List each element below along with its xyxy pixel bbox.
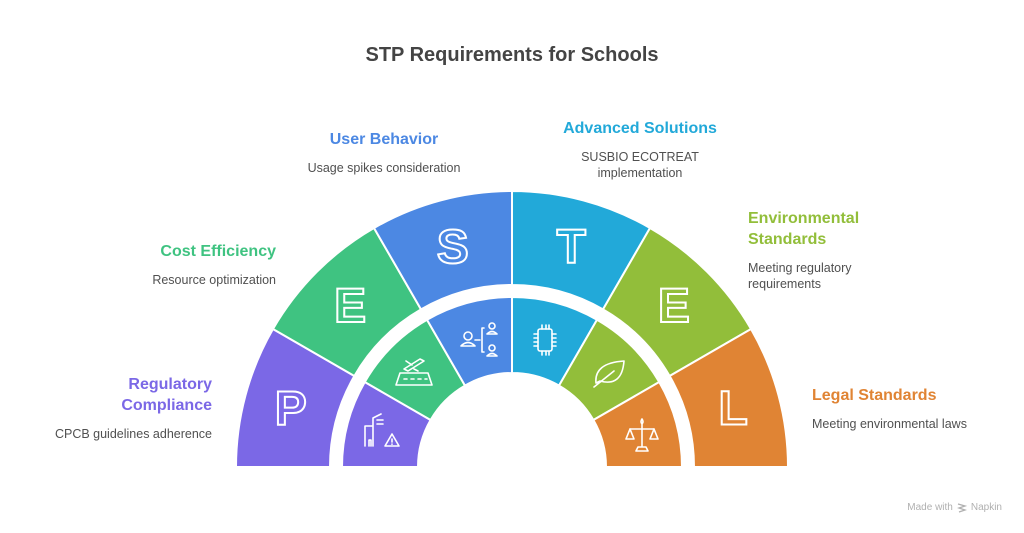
heading-line-2: Compliance (121, 397, 212, 414)
description-cost-efficiency: Resource optimization (152, 273, 276, 287)
user-hierarchy-icon (460, 322, 498, 357)
heading-cost-efficiency: Cost Efficiency (160, 243, 276, 260)
heading-legal-standards: Legal Standards (812, 387, 937, 404)
label-regulatory-compliance: Regulatory Compliance CPCB guidelines ad… (12, 374, 212, 442)
description-environmental-standards: Meeting regulatory requirements (748, 260, 948, 292)
inner-wedge-l-5 (592, 380, 684, 468)
segment-letter-s: S (437, 221, 469, 274)
outer-wedge-l-5 (668, 327, 790, 468)
description-line-1: SUSBIO ECOTREAT (581, 150, 699, 164)
heading-regulatory-compliance: Regulatory Compliance (12, 374, 212, 416)
heading-line-1: Regulatory (128, 376, 212, 393)
label-user-behavior: User Behavior Usage spikes consideration (284, 129, 484, 176)
description-regulatory-compliance: CPCB guidelines adherence (54, 427, 212, 441)
description-line-1: Meeting regulatory (748, 261, 852, 275)
scales-icon (625, 418, 659, 452)
heading-user-behavior: User Behavior (329, 131, 439, 148)
microchip-icon (533, 324, 557, 356)
description-line-2: requirements (748, 277, 821, 291)
building-warning-icon (364, 413, 400, 447)
description-user-behavior: Usage spikes consideration (307, 161, 461, 175)
label-legal-standards: Legal Standards Meeting environmental la… (812, 385, 1012, 432)
made-with-text: Made with (907, 502, 953, 513)
segment-letter-e: E (658, 280, 690, 333)
description-legal-standards: Meeting environmental laws (812, 417, 967, 431)
segment-letter-t: T (557, 221, 586, 274)
heading-environmental-standards: Environmental Standards (748, 208, 948, 250)
description-advanced-solutions: SUSBIO ECOTREAT implementation (540, 149, 740, 181)
description-line-2: implementation (597, 166, 683, 180)
page-title: STP Requirements for Schools (365, 44, 659, 66)
heading-line-1: Environmental (748, 210, 860, 227)
label-cost-efficiency: Cost Efficiency Resource optimization (56, 241, 276, 288)
leaf-icon (593, 360, 625, 388)
made-with-napkin-badge: Made with Napkin (907, 502, 1002, 513)
heading-line-2: Standards (748, 231, 827, 248)
segment-letter-l: L (719, 383, 748, 436)
heading-advanced-solutions: Advanced Solutions (563, 120, 717, 137)
label-advanced-solutions: Advanced Solutions SUSBIO ECOTREAT imple… (540, 118, 740, 181)
segment-letter-p: P (275, 383, 307, 436)
napkin-logo-icon (956, 502, 967, 513)
napkin-brand-text: Napkin (970, 502, 1002, 513)
segment-letter-e: E (334, 280, 366, 333)
label-environmental-standards: Environmental Standards Meeting regulato… (748, 208, 948, 292)
airplane-runway-icon (395, 358, 433, 386)
